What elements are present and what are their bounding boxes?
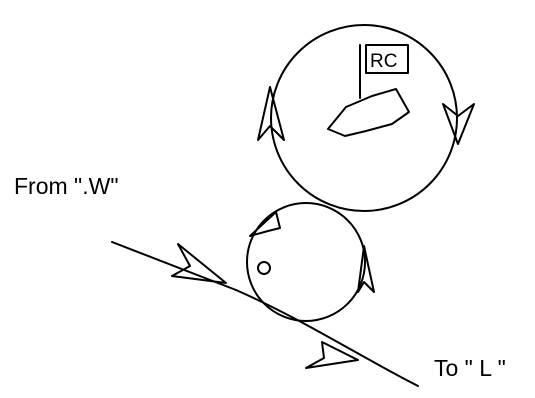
course-line-out xyxy=(236,290,418,386)
from-label: From ".W" xyxy=(14,173,118,199)
arrow-icon xyxy=(172,244,226,283)
arrow-icon xyxy=(306,342,358,368)
to-label: To " L " xyxy=(434,355,506,381)
arrow-icon xyxy=(250,212,280,236)
arrow-icon xyxy=(443,104,474,144)
upper-circle xyxy=(271,25,457,211)
boat-icon xyxy=(328,89,409,136)
marker-dot xyxy=(258,262,270,274)
rc-label: RC xyxy=(370,51,397,72)
